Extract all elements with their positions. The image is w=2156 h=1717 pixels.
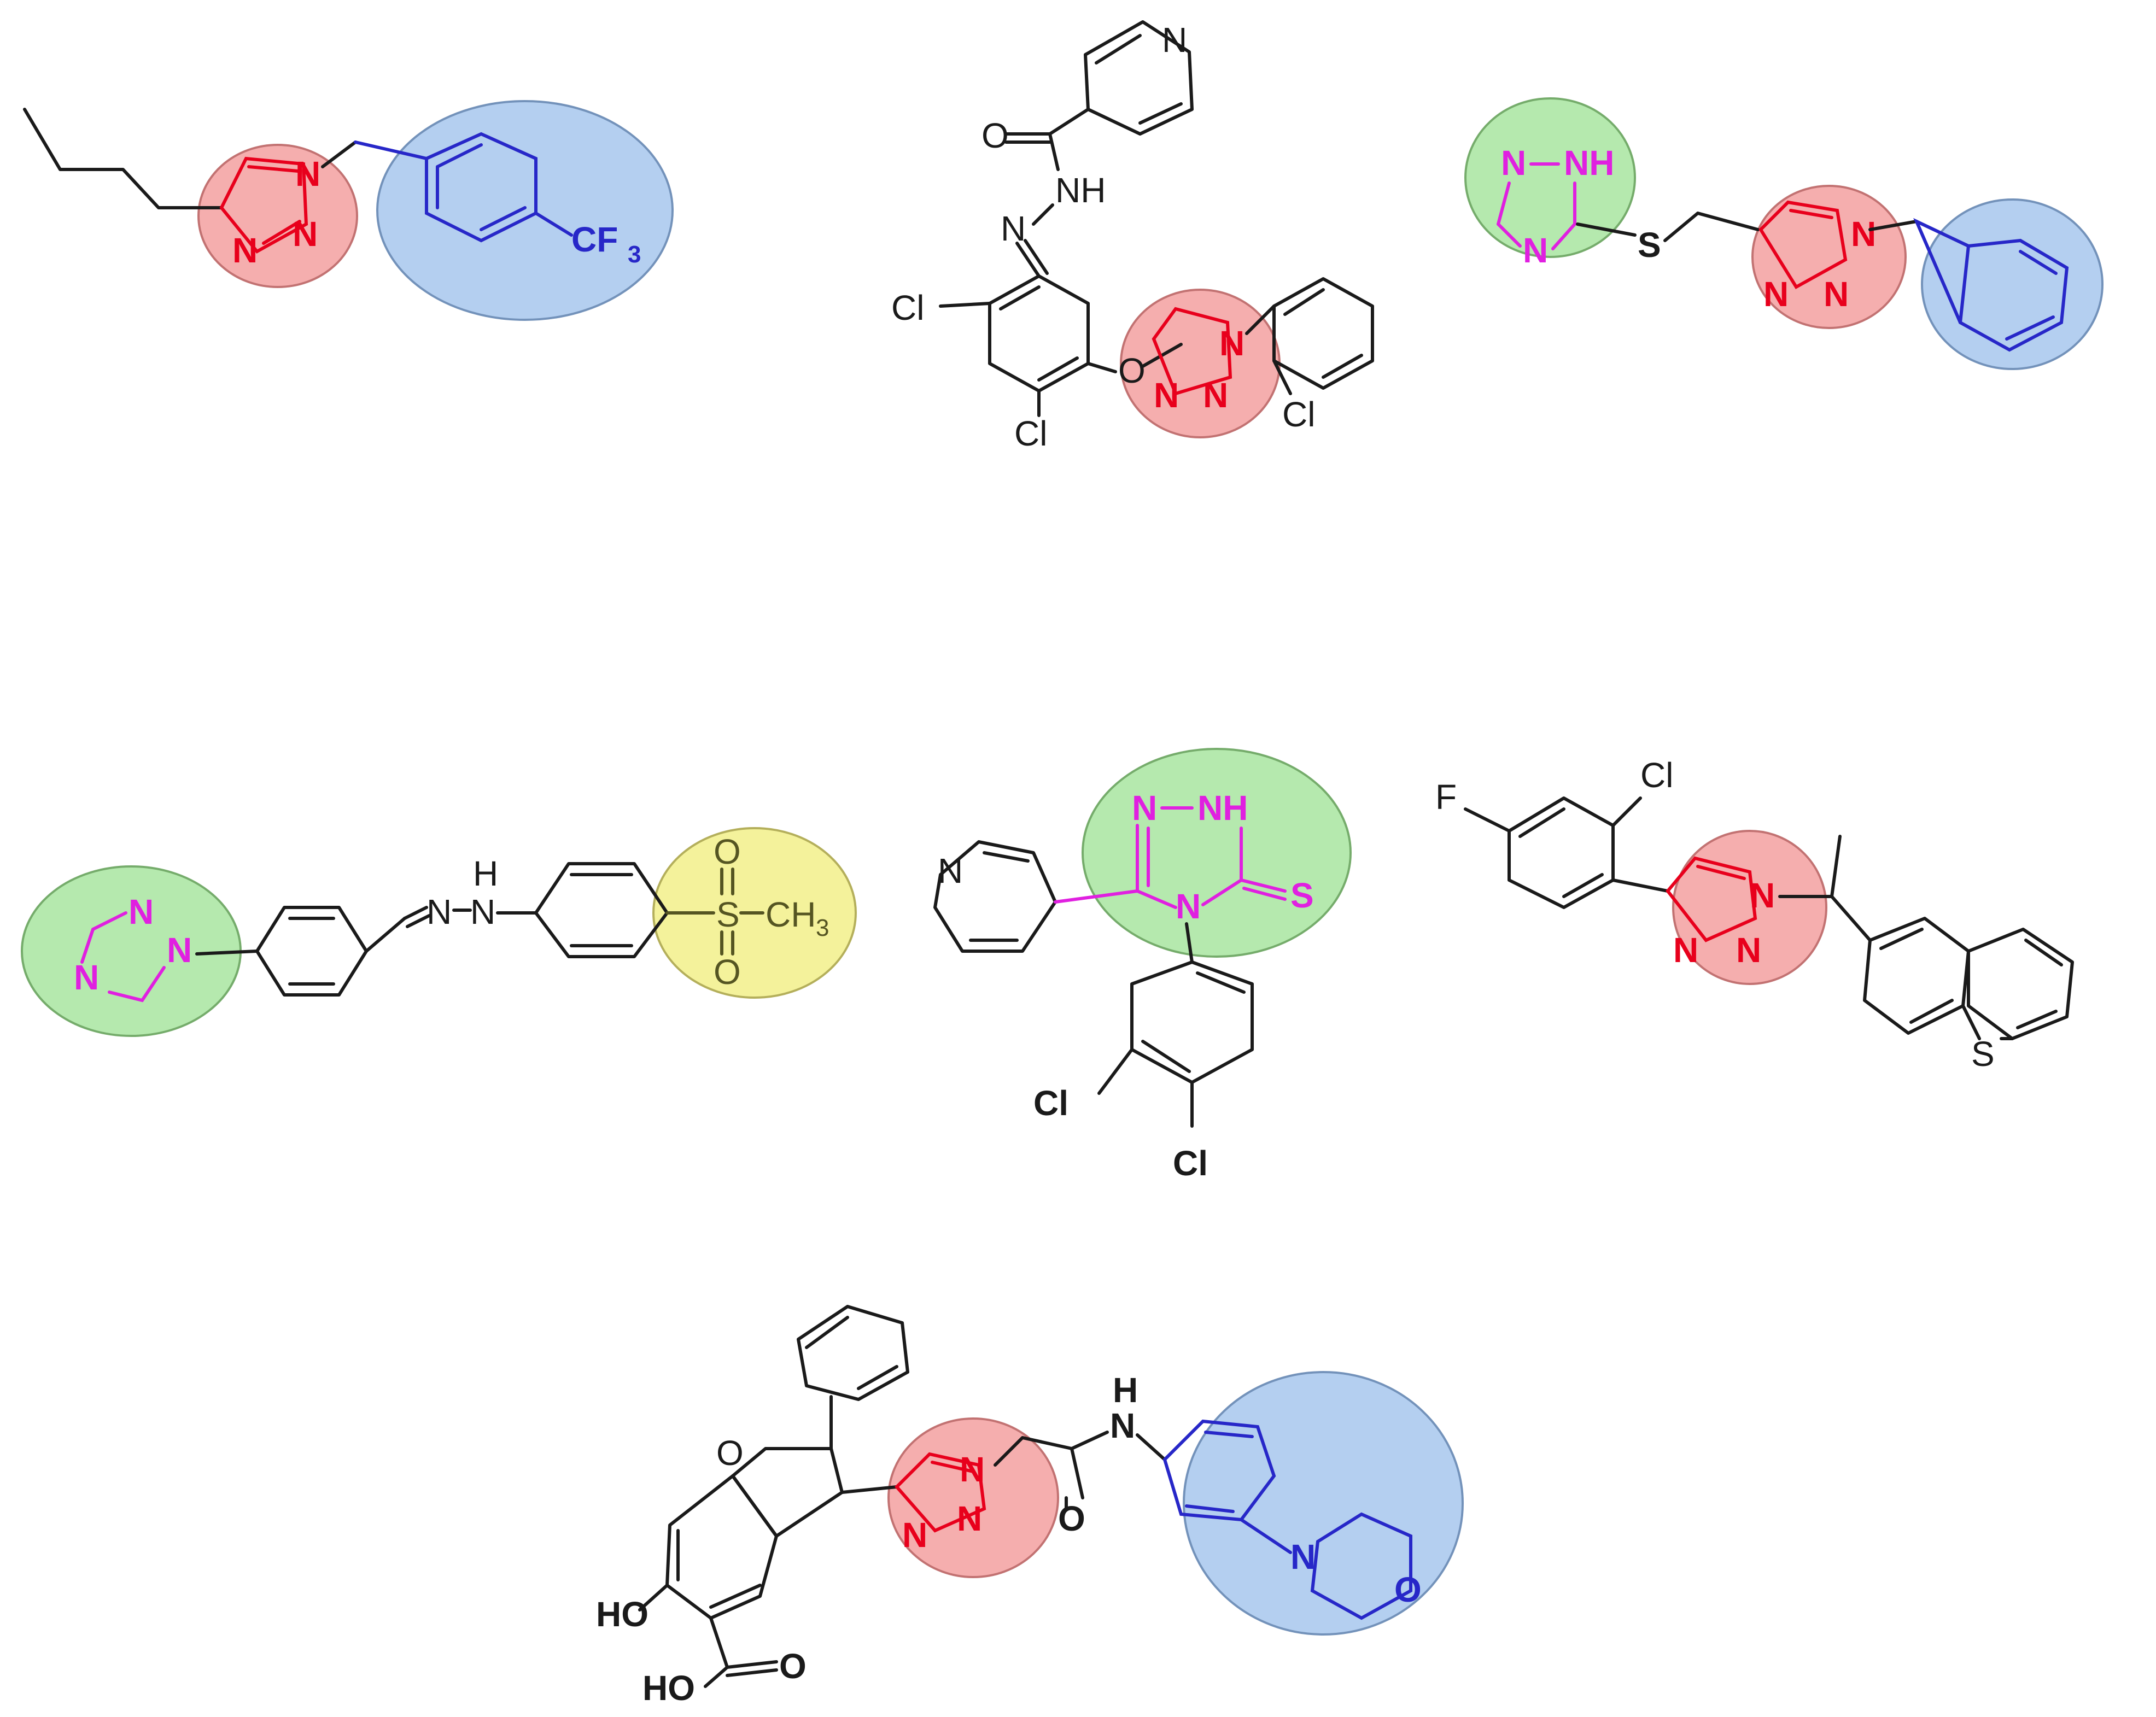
n-label: N xyxy=(295,154,320,194)
triazole-124-highlight xyxy=(1464,97,1636,258)
dibenzothiophene-left-ring xyxy=(1863,917,1970,1035)
n-label: N xyxy=(1750,876,1775,915)
molecule-3: N NH N S N N N xyxy=(1464,97,2104,370)
cl-label: Cl xyxy=(1014,414,1047,453)
n-label: N xyxy=(128,892,154,931)
triazole-ring-bonds xyxy=(219,156,308,254)
triazole-highlight xyxy=(197,144,358,288)
sulfonylphenyl-ring xyxy=(534,862,669,958)
molecule-7: O HO O HO N N N O N H N O xyxy=(596,1305,1464,1708)
triazole-ring-bonds xyxy=(1666,856,1757,942)
n-label: N xyxy=(1154,376,1179,415)
n-label: N xyxy=(293,214,318,254)
fluorophenyl-ring xyxy=(1508,796,1615,909)
cf3-subscript: 3 xyxy=(628,241,641,268)
n-label: N xyxy=(74,958,99,997)
molecule-5: N N NH N S Cl Cl xyxy=(933,748,1352,1183)
o-label: O xyxy=(714,952,741,992)
o-label: O xyxy=(1118,351,1146,390)
nh-label: NH xyxy=(1564,143,1614,183)
dichlorophenyl-ring xyxy=(1130,960,1254,1084)
nh-label: N xyxy=(1110,1406,1135,1445)
n-label: N xyxy=(1132,788,1157,828)
benzo-ring xyxy=(665,1474,778,1620)
triazole-ring-bonds xyxy=(894,1452,986,1533)
o-label: O xyxy=(716,1433,744,1473)
n-label: N xyxy=(1290,1537,1316,1577)
molecule-2: N O NH N Cl Cl O N N N Cl xyxy=(891,20,1374,453)
cf3-label: CF xyxy=(571,220,618,259)
ch3-subscript: 3 xyxy=(816,915,829,941)
aryl-highlight xyxy=(1183,1371,1464,1636)
dibenzothiophene-right-ring xyxy=(1967,928,2074,1040)
triazole-ring-bonds xyxy=(1758,200,1848,290)
n-label: N xyxy=(1203,376,1228,415)
triazole-highlight xyxy=(1751,185,1907,329)
n-label: N xyxy=(1824,274,1849,314)
nh-label: NH xyxy=(1055,171,1106,210)
phenyl-ring xyxy=(255,906,368,997)
ho-label: HO xyxy=(596,1595,648,1634)
s-label: S xyxy=(1971,1034,1995,1074)
triazole-124-highlight xyxy=(1082,748,1352,958)
s-label: S xyxy=(1638,225,1661,265)
molecule-4: N N N N H N S O O CH 3 xyxy=(21,827,857,1037)
molecule-1: N N N CF 3 xyxy=(23,100,674,321)
n-label: N xyxy=(957,1499,982,1538)
n-label: N xyxy=(1673,930,1698,970)
ho-label: HO xyxy=(642,1668,695,1708)
furan-ring xyxy=(731,1447,844,1538)
h-label: H xyxy=(473,854,498,893)
cl-label: Cl xyxy=(1640,755,1673,795)
cl-label: Cl xyxy=(891,288,924,327)
cl-label: Cl xyxy=(1173,1144,1208,1183)
aryl-highlight xyxy=(376,100,674,321)
f-label: F xyxy=(1435,777,1457,817)
phenyl-ring xyxy=(988,274,1090,392)
n-label: N xyxy=(960,1450,985,1489)
h-label: H xyxy=(1113,1370,1138,1410)
o-label: O xyxy=(1394,1570,1422,1609)
n-label: N xyxy=(1501,143,1526,183)
n-label: N xyxy=(1736,930,1761,970)
pyridine-ring xyxy=(933,840,1057,953)
o-label: O xyxy=(714,832,741,871)
s-label: S xyxy=(1290,876,1314,915)
morpholine-ring xyxy=(1310,1512,1412,1620)
n-label: N xyxy=(938,851,963,890)
n-label: N xyxy=(1763,274,1789,314)
n-label: N xyxy=(232,231,258,270)
aryl-highlight xyxy=(1921,198,2104,370)
n-label: N xyxy=(470,892,495,931)
anilide-ring xyxy=(1162,1419,1276,1522)
benzyl-ring xyxy=(1913,218,2069,352)
o-label: O xyxy=(981,116,1009,155)
triazole-ring-bonds xyxy=(1152,307,1232,396)
n-label: N xyxy=(1176,887,1201,926)
chlorophenyl-ring xyxy=(1272,277,1374,390)
ch3-label: CH xyxy=(766,895,816,934)
triazole-highlight xyxy=(887,1417,1059,1578)
molecule-6: F Cl N N N S xyxy=(1435,755,2074,1074)
o-label: O xyxy=(779,1646,807,1686)
phenyl-ring xyxy=(797,1305,909,1401)
n-label: N xyxy=(426,892,452,931)
nh-label: NH xyxy=(1197,788,1248,828)
n-label: N xyxy=(1523,231,1548,270)
n-label: N xyxy=(902,1515,927,1555)
n-label: N xyxy=(1162,20,1187,60)
n-label: N xyxy=(1219,324,1244,363)
n-label: N xyxy=(1001,209,1026,248)
cl-label: Cl xyxy=(1033,1083,1068,1123)
n-label: N xyxy=(1851,214,1876,254)
butyl-chain xyxy=(23,108,223,209)
cl-label: Cl xyxy=(1282,395,1315,434)
o-label: O xyxy=(1058,1499,1085,1538)
s-label: S xyxy=(716,895,740,934)
n-label: N xyxy=(167,930,192,970)
